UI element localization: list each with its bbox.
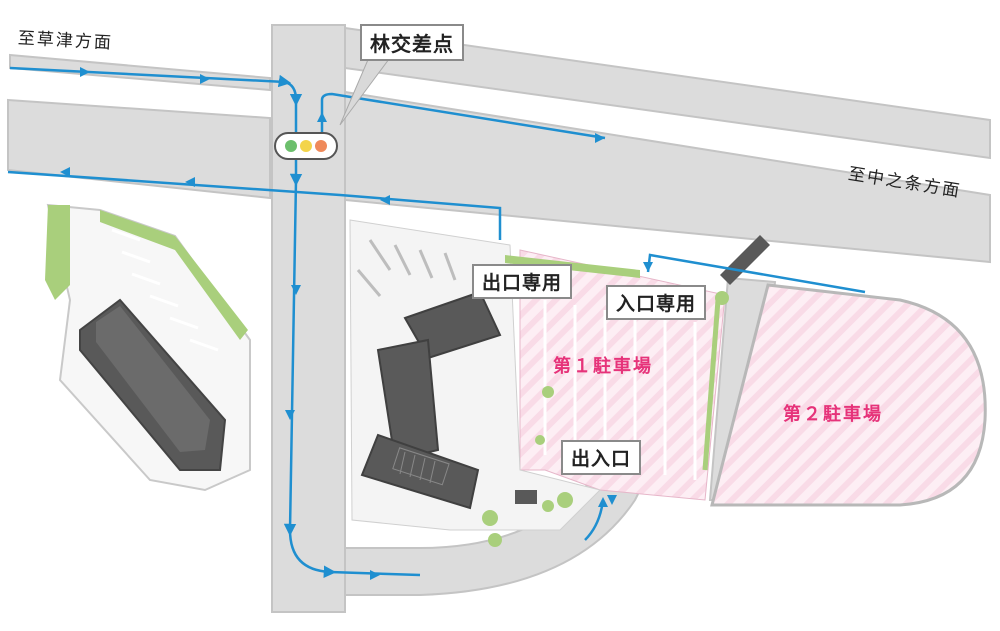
left-parking-stalls xyxy=(111,228,219,352)
left-site-greenery xyxy=(45,205,70,300)
building-main xyxy=(376,338,440,462)
road-vertical xyxy=(271,24,346,613)
intersection-name: 林交差点 xyxy=(360,24,464,61)
small-shed xyxy=(515,490,537,504)
route-westbound xyxy=(7,170,502,240)
road-main-left xyxy=(7,98,271,200)
left-building-roof xyxy=(96,306,210,452)
signal-green-light xyxy=(285,140,297,152)
in-out-label: 出入口 xyxy=(561,440,642,475)
building-lower xyxy=(360,433,480,510)
sign-tower xyxy=(720,235,770,285)
signal-yellow-light xyxy=(300,140,312,152)
traffic-signal-icon xyxy=(274,132,338,160)
road-upper-left xyxy=(9,53,271,92)
route-kusatsu-in xyxy=(9,66,421,578)
parking-lot-2-area xyxy=(710,283,987,507)
parking-lot-2-label: 第２駐車場 xyxy=(783,404,883,425)
main-site xyxy=(349,219,729,547)
route-arrows xyxy=(60,67,653,580)
entry-only-label: 入口専用 xyxy=(606,285,707,320)
parking-lot-1-stalls xyxy=(543,300,697,480)
left-site xyxy=(45,203,251,492)
exit-only-label: 出口専用 xyxy=(472,264,573,299)
parking-lot-1-label: 第１駐車場 xyxy=(553,356,653,377)
route-to-nakanojo xyxy=(320,92,606,150)
route-lines xyxy=(7,66,866,578)
building-solar-grid xyxy=(392,447,450,486)
left-site-greenery-2 xyxy=(100,210,248,340)
trees xyxy=(482,291,729,547)
direction-label-kusatsu: 至草津方面 xyxy=(17,28,114,54)
greenery-divider xyxy=(702,299,721,471)
main-site-stalls xyxy=(356,239,457,297)
signal-red-light xyxy=(315,140,327,152)
greenery-strip xyxy=(505,255,640,278)
